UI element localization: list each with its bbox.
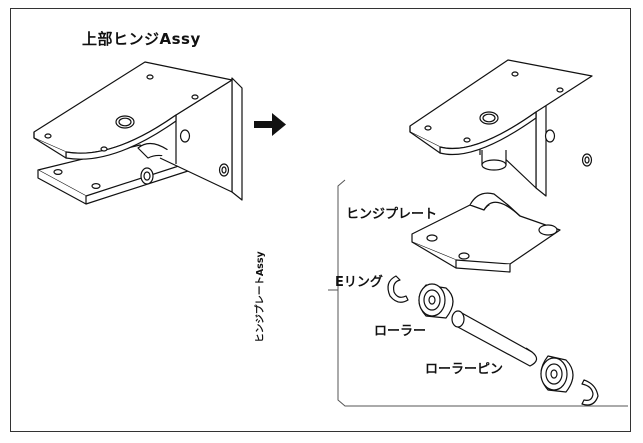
assy-bracket-line (337, 179, 628, 407)
diagram-title: 上部ヒンジAssy (82, 30, 201, 48)
label-hinge-plate-assy: ヒンジプレートAssy (255, 251, 266, 343)
hinge-plate-part (411, 192, 561, 273)
vertical-bracket (231, 77, 243, 201)
label-roller-pin: ローラーピン (425, 362, 504, 377)
roller-pin (451, 310, 538, 367)
label-e-ring: Eリング (335, 275, 383, 290)
roller-right (540, 355, 574, 393)
e-ring-right (581, 379, 599, 406)
assembled-hinge (33, 61, 243, 205)
label-roller: ローラー (374, 324, 427, 339)
right-arrow-icon (254, 113, 286, 136)
bracket-part (409, 59, 593, 197)
label-hinge-plate: ヒンジプレート (346, 207, 438, 222)
e-ring-left (387, 275, 409, 303)
roller-left (418, 283, 454, 319)
diagram-frame (10, 8, 631, 432)
